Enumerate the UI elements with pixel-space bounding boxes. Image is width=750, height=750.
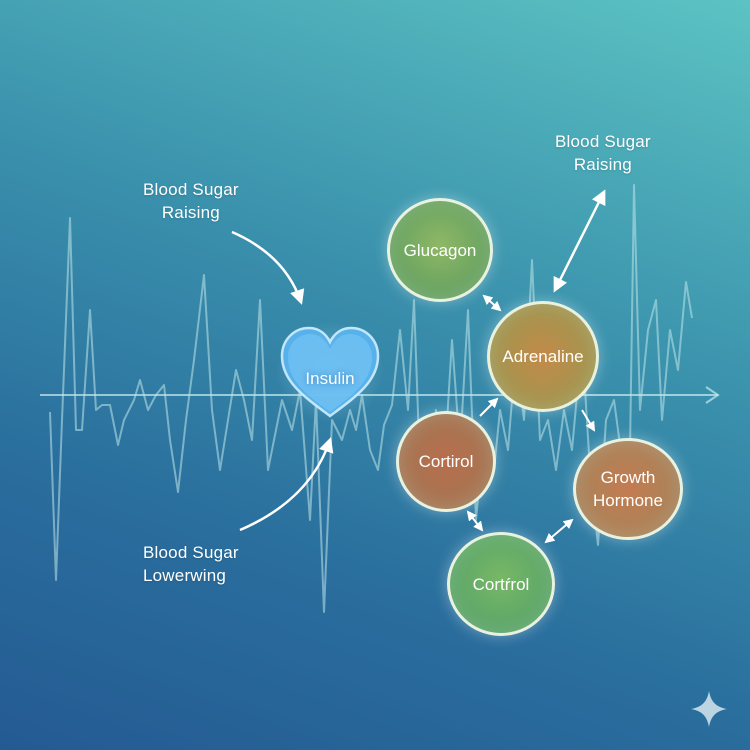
node-adrenaline: Adrenaline [487, 301, 599, 412]
waveform-baseline-arrow [705, 386, 720, 404]
insulin-heart: Insulin [276, 320, 384, 422]
sparkle-icon [691, 691, 727, 727]
label-blood-sugar-raising-left: Blood Sugar Raising [143, 180, 239, 222]
arrow-lowering-to-insulin [239, 437, 334, 532]
arrow-raising-to-insulin [231, 230, 305, 305]
node-glucagon-label: Glucagon [403, 240, 477, 260]
node-growth-hormone: Growth Hormone [573, 438, 683, 540]
node-growth-hormone-line2: Hormone [593, 491, 663, 510]
node-glucagon: Glucagon [387, 198, 493, 302]
node-cortirol-lower: Cortŕrol [447, 532, 555, 636]
arrow-adrenaline-growth [581, 409, 596, 432]
label-blood-sugar-raising-right: Blood Sugar Raising [555, 132, 651, 174]
label-blood-sugar-lowering: Blood Sugar Lowerwing [143, 543, 239, 585]
node-growth-hormone-line1: Growth [600, 468, 656, 487]
arrow-glucagon-adrenaline [482, 294, 502, 312]
node-cortirol-upper-label: Cortirol [418, 452, 474, 471]
heart-icon [276, 322, 384, 422]
node-cortirol-upper: Cortirol [396, 411, 496, 512]
arrow-cortirol-adrenaline [479, 397, 499, 417]
node-adrenaline-label: Adrenaline [502, 347, 584, 366]
arrow-raising-adrenaline [553, 189, 606, 293]
insulin-label: Insulin [305, 369, 355, 388]
arrow-cortirol-cortirol [466, 510, 484, 532]
node-cortirol-lower-label: Cortŕrol [472, 574, 530, 594]
arrow-cortirol-growth [544, 518, 574, 544]
